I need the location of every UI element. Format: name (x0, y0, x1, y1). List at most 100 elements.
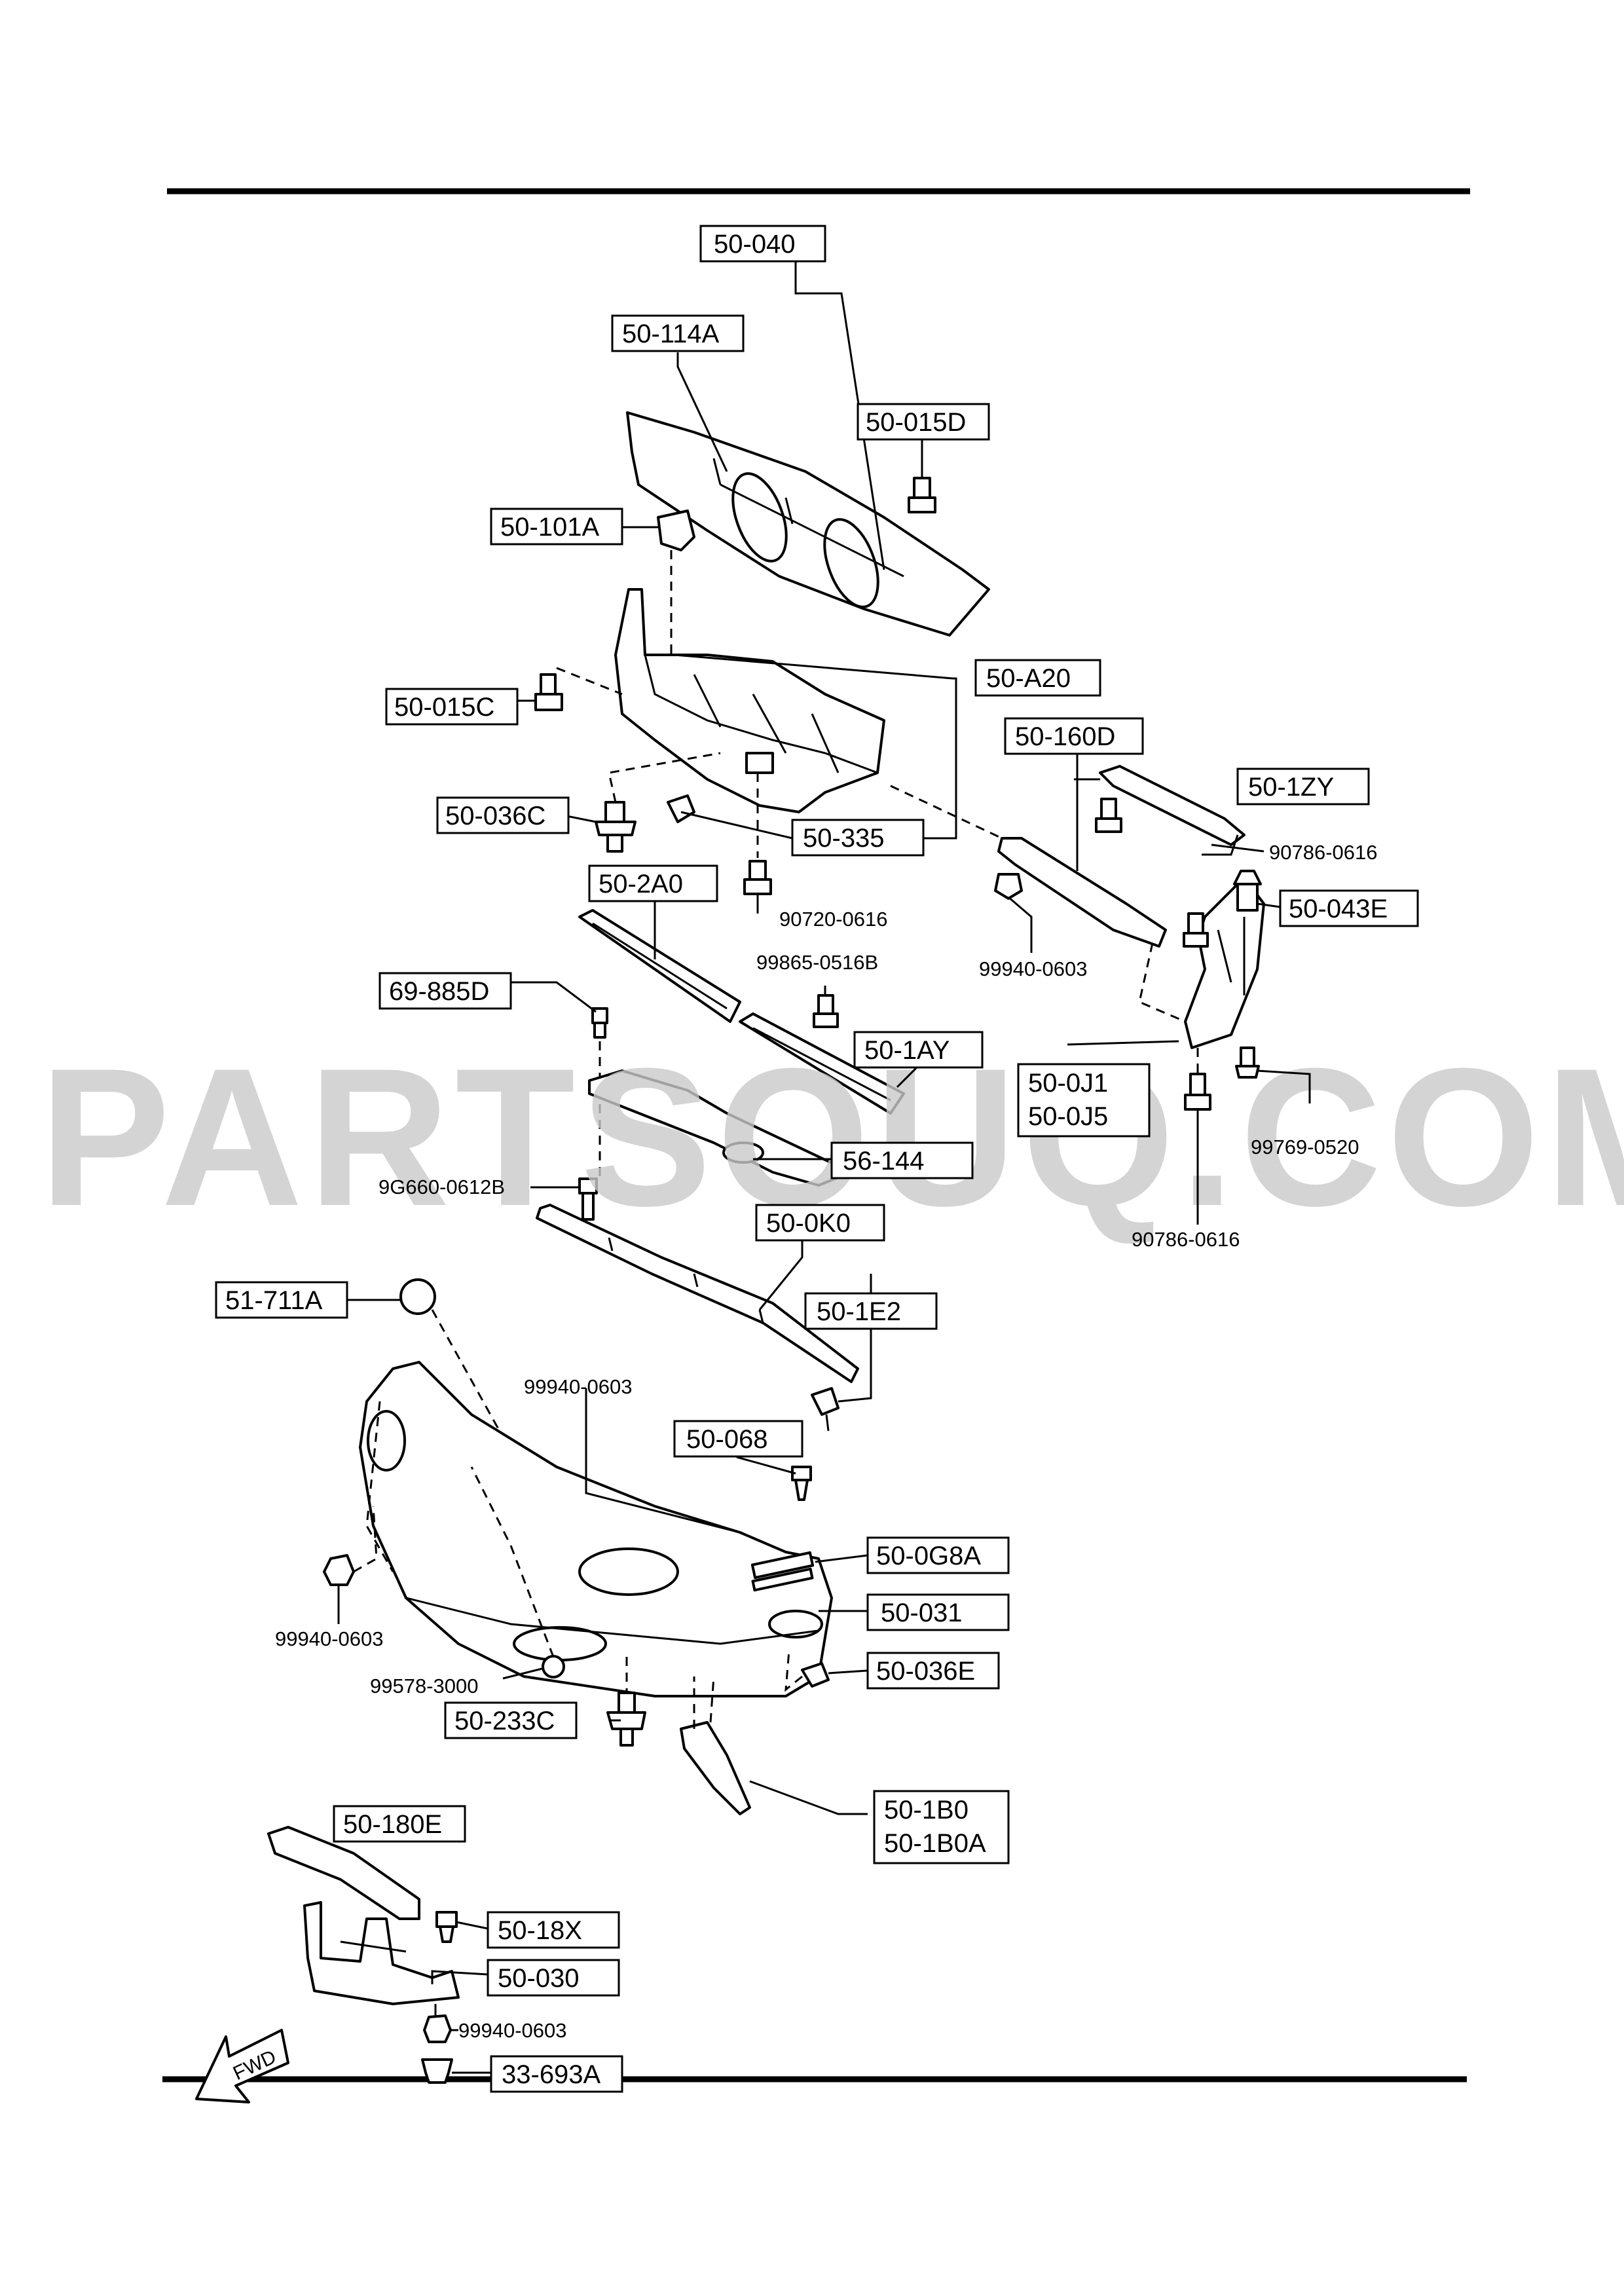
callout-99578-3000: 99578-3000 (370, 1675, 479, 1697)
garnish-50-180E-drawing (267, 1826, 420, 1920)
clip-50-068-drawing (791, 1466, 812, 1501)
callout-50-068: 50-068 (673, 1420, 803, 1458)
callout-90786-0616-upper: 90786-0616 (1269, 841, 1378, 864)
bar-50-1ZY-drawing (1095, 765, 1246, 846)
cap-51-711A-drawing (399, 1278, 436, 1315)
callout-50-0K0: 50-0K0 (755, 1204, 885, 1242)
svg-text:50-180E: 50-180E (343, 1810, 442, 1839)
callout-50-1AY: 50-1AY (853, 1031, 984, 1069)
svg-text:50-160D: 50-160D (1015, 722, 1115, 751)
callout-50-015C: 50-015C (385, 688, 519, 726)
callout-labels: 50-040 50-114A 50-015D 50-101A 50-A20 50… (215, 225, 1419, 2093)
callout-69-885D: 69-885D (378, 972, 512, 1010)
callout-99940-0603-bumper-upper: 99940-0603 (524, 1375, 633, 1398)
bolt-50-233C-drawing (606, 1692, 646, 1747)
bumper-reinforcement-drawing (626, 411, 990, 637)
svg-text:50-18X: 50-18X (498, 1916, 582, 1945)
svg-text:50-0K0: 50-0K0 (766, 1209, 851, 1238)
callout-50-036E: 50-036E (866, 1652, 1000, 1690)
callout-9G660-0612B: 9G660-0612B (378, 1176, 505, 1198)
svg-text:50-043E: 50-043E (1289, 895, 1388, 923)
svg-text:50-1E2: 50-1E2 (817, 1297, 901, 1326)
bracket-50-030-drawing (303, 1901, 460, 2005)
svg-text:50-030: 50-030 (498, 1964, 580, 1993)
cover-50-1B0-drawing (680, 1721, 751, 1815)
svg-text:50-036E: 50-036E (876, 1657, 975, 1686)
reinforcement-50-0K0-drawing (536, 1204, 859, 1383)
callout-56-144: 56-144 (830, 1141, 974, 1179)
callout-50-043E: 50-043E (1279, 889, 1419, 927)
svg-text:50-068: 50-068 (686, 1425, 768, 1454)
callout-50-160D: 50-160D (1004, 717, 1144, 755)
nut-99940-0603-bumper-drawing (323, 1554, 355, 1586)
callout-50-101A: 50-101A (490, 508, 623, 546)
clip-50-18X-drawing (435, 1911, 458, 1943)
callout-51-711A: 51-711A (215, 1281, 348, 1319)
bolt-99865-0516B-drawing (813, 994, 839, 1028)
bolt-90786-0616-lower-drawing (1184, 1073, 1211, 1111)
callout-33-693A: 33-693A (490, 2055, 623, 2093)
svg-text:50-101A: 50-101A (500, 513, 600, 542)
callout-50-030: 50-030 (487, 1959, 620, 1997)
callout-50-114A: 50-114A (611, 314, 745, 352)
callout-50-015D: 50-015D (857, 403, 990, 441)
svg-text:50-015C: 50-015C (394, 693, 494, 722)
bumper-bracket-50-A20-drawing (614, 588, 885, 813)
svg-text:50-1ZY: 50-1ZY (1248, 773, 1334, 802)
clip-50-101A-drawing (657, 509, 695, 551)
clip-50-335-drawing (667, 794, 695, 823)
callout-50-233C: 50-233C (444, 1701, 578, 1739)
svg-text:50-0G8A: 50-0G8A (876, 1542, 981, 1570)
callout-50-335: 50-335 (791, 819, 925, 857)
svg-text:50-335: 50-335 (803, 824, 885, 853)
svg-text:50-1B0: 50-1B0 (884, 1796, 969, 1824)
svg-text:50-0J5: 50-0J5 (1028, 1102, 1108, 1131)
svg-text:50-040: 50-040 (714, 230, 796, 259)
callout-50-0J1-0J5: 50-0J1 50-0J5 (1017, 1063, 1151, 1138)
svg-text:50-114A: 50-114A (622, 320, 720, 348)
bolt-50-015C-drawing (534, 673, 563, 711)
callout-99940-0603-upper: 99940-0603 (979, 957, 1088, 980)
clip-99578-3000-drawing (542, 1655, 565, 1678)
callout-50-031: 50-031 (866, 1593, 1010, 1631)
svg-text:50-A20: 50-A20 (986, 664, 1071, 693)
plug-33-693A-drawing (421, 2058, 453, 2084)
callout-99940-0603-lower: 99940-0603 (458, 2019, 567, 2042)
nut-99940-0603-lower-drawing (423, 2014, 452, 2043)
callout-50-2A0: 50-2A0 (588, 864, 718, 902)
svg-text:50-2A0: 50-2A0 (599, 870, 683, 898)
svg-text:50-031: 50-031 (881, 1599, 963, 1627)
bracket-50-0G8A-drawing (750, 1551, 815, 1592)
callout-90720-0616: 90720-0616 (779, 908, 888, 931)
callout-50-1E2: 50-1E2 (804, 1292, 938, 1330)
callout-90786-0616-lower: 90786-0616 (1132, 1228, 1240, 1251)
svg-text:50-1AY: 50-1AY (864, 1036, 950, 1065)
callout-50-0G8A: 50-0G8A (866, 1536, 1010, 1574)
fwd-arrow: FWD (195, 2029, 289, 2103)
svg-text:50-0J1: 50-0J1 (1028, 1069, 1108, 1098)
bumper-50-031-drawing (359, 1361, 833, 1697)
callout-99940-0603-bumper-lower: 99940-0603 (275, 1627, 384, 1650)
svg-text:50-036C: 50-036C (445, 802, 545, 830)
bolt-90786-0616-upper-drawing (1183, 912, 1209, 948)
bolt-90720-0616-drawing (743, 860, 772, 914)
callout-50-18X: 50-18X (487, 1911, 620, 1949)
bolt-9G660-0612B-drawing (578, 1177, 598, 1221)
svg-text:69-885D: 69-885D (389, 977, 489, 1006)
svg-text:50-015D: 50-015D (866, 408, 966, 437)
callout-99769-0520: 99769-0520 (1251, 1136, 1359, 1158)
callout-50-040: 50-040 (699, 225, 826, 263)
callout-50-1ZY: 50-1ZY (1236, 768, 1370, 805)
nut-99940-0603-upper-drawing (994, 873, 1023, 900)
svg-text:50-233C: 50-233C (454, 1707, 555, 1735)
stay-50-160D-drawing (997, 837, 1167, 948)
callout-50-180E: 50-180E (333, 1805, 466, 1843)
svg-text:56-144: 56-144 (843, 1147, 925, 1176)
bolt-50-1E2-drawing (811, 1387, 840, 1432)
clip-69-885D-drawing (591, 1007, 608, 1039)
nut-50-036C-drawing (595, 801, 637, 853)
screw-99769-0520-drawing (1235, 1046, 1260, 1079)
callout-50-036C: 50-036C (436, 796, 570, 834)
